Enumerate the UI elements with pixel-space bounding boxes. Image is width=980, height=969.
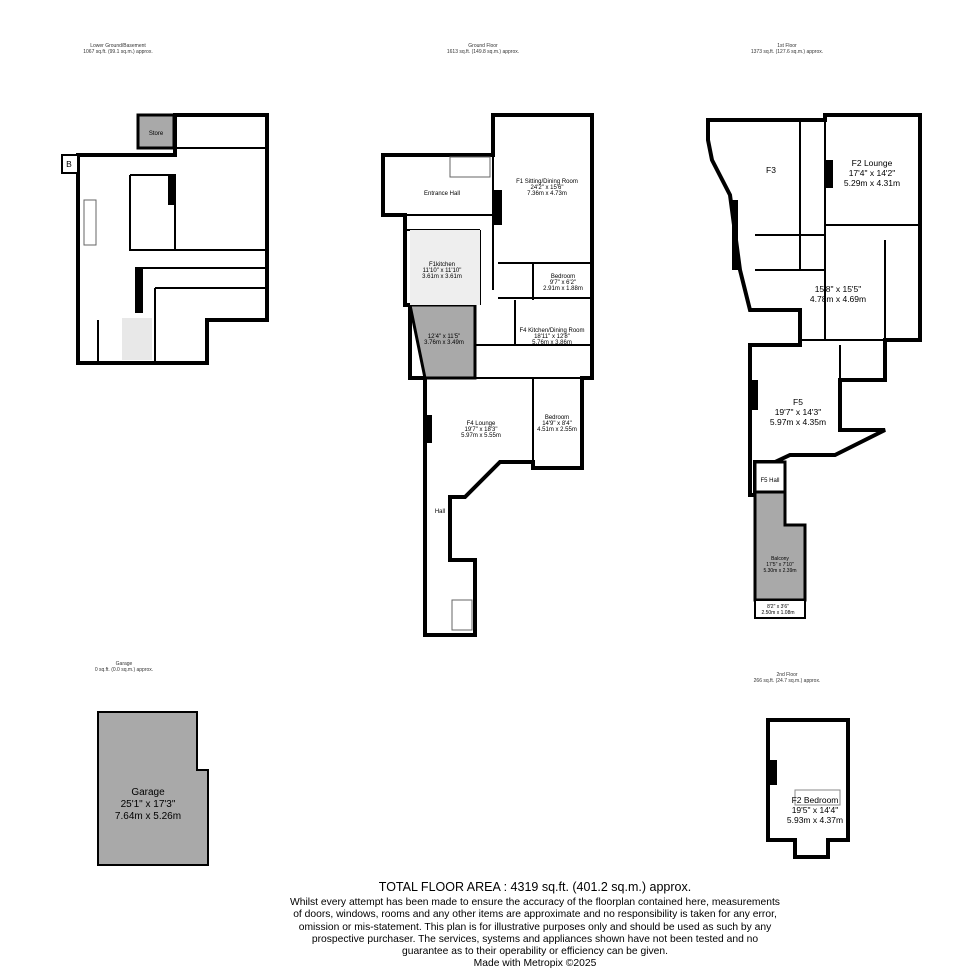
room-label: F3 (766, 165, 776, 175)
disclaimer: Whilst every attempt has been made to en… (290, 897, 780, 958)
room-label: 0 sq.ft. (0.0 sq.m.) approx. (95, 667, 153, 673)
floor-header-garage: Garage 0 sq.ft. (0.0 sq.m.) approx. (95, 661, 153, 673)
room-label: Bedroom (551, 274, 575, 280)
floor-header-ground: Ground Floor 1613 sq.ft. (149.8 sq.m.) a… (447, 43, 519, 55)
room-label: 2.50m x 1.08m (761, 610, 794, 616)
room-label: 5.29m x 4.31m (844, 178, 900, 188)
footer: TOTAL FLOOR AREA : 4319 sq.ft. (401.2 sq… (290, 880, 780, 969)
room-label: 7.36m x 4.73m (527, 191, 567, 197)
room-label: 11'10" x 11'10" (423, 268, 462, 274)
room-label: 8'2" x 3'6" (767, 604, 789, 610)
room-label: 2.91m x 1.88m (543, 286, 583, 292)
room-label: 1373 sq.ft. (127.6 sq.m.) approx. (751, 49, 823, 55)
room-label: Bedroom (545, 415, 569, 421)
room-label: 3.76m x 3.49m (424, 340, 464, 346)
floor-header-basement: Lower Ground/Basement 1067 sq.ft. (99.1 … (83, 43, 152, 55)
room-label: Lower Ground/Basement (90, 43, 146, 49)
room-label: 18'11" x 12'8" (534, 334, 570, 340)
room-label: Hall (435, 509, 445, 515)
room-label: 12'4" x 11'5" (428, 334, 460, 340)
room-label: 1st Floor (777, 43, 797, 49)
room-label: 5.97m x 4.35m (770, 417, 826, 427)
room-label: 4.78m x 4.69m (810, 294, 866, 304)
second-floor-plan: F2 Bedroom 19'5" x 14'4" 5.93m x 4.37m (766, 718, 850, 859)
room-label: 1067 sq.ft. (99.1 sq.m.) approx. (83, 49, 152, 55)
room-label: Garage (131, 787, 165, 798)
room-label: Garage (116, 661, 133, 667)
first-floor-plan: F3 F2 Lounge 17'4" x 14'2" 5.29m x 4.31m… (706, 113, 922, 619)
room-label: 5.93m x 4.37m (787, 815, 843, 825)
room-label: 19'7" x 14'3" (775, 407, 822, 417)
room-label: F4 Lounge (467, 421, 496, 427)
room-label: 5.76m x 3.86m (532, 340, 572, 346)
room-label: 17'5" x 7'10" (766, 562, 794, 568)
room-label: F4 Kitchen/Dining Room (519, 328, 584, 334)
room-label: 7.64m x 5.26m (115, 811, 181, 822)
total-floor-area: TOTAL FLOOR AREA : 4319 sq.ft. (401.2 sq… (378, 880, 692, 894)
room-label: 4.51m x 2.55m (537, 427, 577, 433)
room-label: 15'8" x 15'5" (815, 284, 862, 294)
room-label: F2 Lounge (852, 158, 893, 168)
room-label: 17'4" x 14'2" (849, 168, 896, 178)
room-label: Store (149, 131, 164, 137)
room-label: Balcony (771, 556, 789, 562)
room-label: F5 (793, 397, 803, 407)
credit: Made with Metropix ©2025 (473, 958, 597, 969)
floor-header-first: 1st Floor 1373 sq.ft. (127.6 sq.m.) appr… (751, 43, 823, 55)
room-label: 5.97m x 5.55m (461, 433, 501, 439)
room-label: 24'2" x 15'6" (531, 185, 564, 191)
room-label: B (66, 159, 72, 169)
store-room (136, 113, 176, 150)
basement-plan: Store B (61, 113, 269, 365)
room-label: F1kitchen (429, 262, 455, 268)
floor-header-second: 2nd Floor 266 sq.ft. (24.7 sq.m.) approx… (754, 672, 821, 684)
room-label: 1613 sq.ft. (149.8 sq.m.) approx. (447, 49, 519, 55)
room-label: 5.30m x 2.39m (763, 568, 796, 574)
room-label: 2nd Floor (776, 672, 797, 678)
room-label: 9'7" x 6'2" (550, 280, 576, 286)
room-label: Ground Floor (468, 43, 498, 49)
room-label: 14'9" x 8'4" (542, 421, 572, 427)
room-label: F2 Bedroom (792, 795, 839, 805)
room-label: 266 sq.ft. (24.7 sq.m.) approx. (754, 678, 821, 684)
room-label: F5 Hall (760, 478, 779, 484)
room-label: 19'5" x 14'4" (792, 805, 839, 815)
room-label: 19'7" x 18'3" (465, 427, 498, 433)
room-label: 25'1" x 17'3" (121, 799, 176, 810)
room-label: F1 Sitting/Dining Room (516, 179, 578, 185)
garage-plan: Garage 25'1" x 17'3" 7.64m x 5.26m (97, 711, 209, 866)
room-label: Entrance Hall (424, 191, 460, 197)
room-label: 3.61m x 3.61m (422, 274, 462, 280)
ground-floor-plan: Entrance Hall F1 Sitting/Dining Room 24'… (381, 113, 594, 637)
